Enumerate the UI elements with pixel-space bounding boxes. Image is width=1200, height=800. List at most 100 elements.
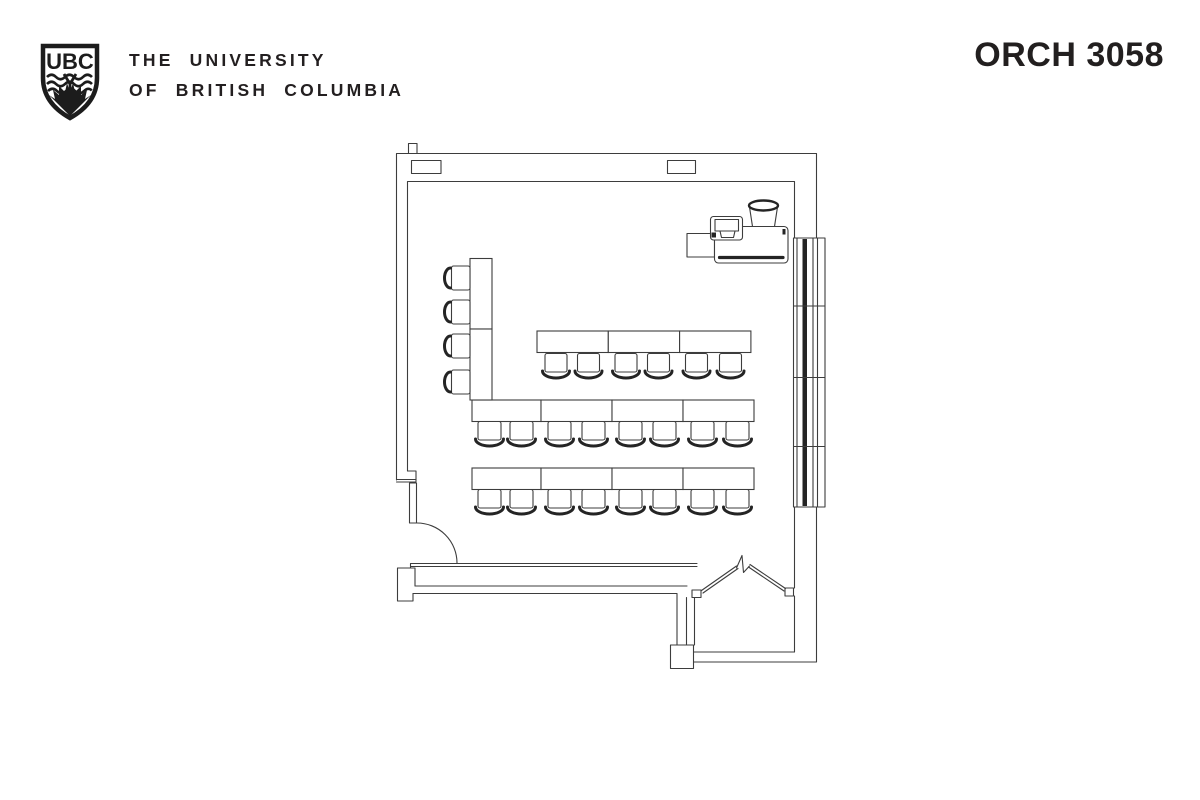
chair-backrest	[573, 369, 604, 380]
chair	[547, 420, 572, 441]
chair	[725, 420, 750, 441]
chair-backrest	[615, 505, 646, 516]
chair-backrest	[578, 505, 609, 516]
chair-backrest	[643, 369, 674, 380]
chair	[450, 333, 471, 359]
chair	[614, 352, 638, 373]
chair	[544, 352, 568, 373]
whiteboard	[792, 237, 826, 508]
wall-recess-a	[410, 159, 442, 175]
chair-backrest	[578, 437, 609, 448]
chair	[652, 420, 677, 441]
table	[682, 399, 755, 423]
chair	[477, 488, 502, 509]
chair-backrest	[687, 437, 718, 448]
chair-backrest	[443, 334, 452, 358]
wall-notch	[407, 142, 418, 155]
chair	[450, 369, 471, 395]
chair	[690, 420, 715, 441]
chair	[690, 488, 715, 509]
chair	[718, 352, 743, 373]
double-door-right-leaf	[747, 563, 787, 592]
whiteboard-panel-dividers	[792, 305, 826, 448]
wall-inner	[406, 180, 796, 472]
chair-backrest	[722, 505, 753, 516]
lectern-corner-tick	[782, 229, 786, 235]
chair-backrest	[615, 437, 646, 448]
stool-seat	[747, 199, 780, 212]
wordmark-line1: THE UNIVERSITY	[129, 50, 327, 70]
double-door-break-symbol	[735, 554, 751, 574]
floor-plan-root	[395, 142, 826, 670]
chair-backrest	[541, 369, 571, 380]
stool-sides	[748, 206, 779, 228]
chair-backrest	[611, 369, 641, 380]
entry-door-swing-arc	[416, 522, 458, 564]
table	[540, 399, 613, 423]
table	[611, 467, 684, 491]
chair	[547, 488, 572, 509]
chair-backrest	[544, 505, 575, 516]
chair-backrest	[443, 300, 452, 324]
chair-backrest	[722, 437, 753, 448]
chair	[652, 488, 677, 509]
wall-recess-b	[666, 159, 697, 175]
chair-backrest	[687, 505, 718, 516]
chair	[581, 420, 606, 441]
crest-sunburst	[49, 83, 91, 116]
entry-door-leaf	[408, 482, 418, 524]
chair-backrest	[474, 505, 505, 516]
wall-bottom-inner	[409, 562, 698, 569]
structural-column	[669, 644, 695, 670]
table	[611, 399, 684, 423]
whiteboard-rail	[802, 239, 807, 506]
ubc-crest-svg: UBC	[40, 43, 100, 121]
document-camera-screen	[714, 218, 740, 232]
wall-outer	[395, 152, 818, 663]
university-wordmark: THE UNIVERSITY OF BRITISH COLUMBIA	[129, 46, 404, 105]
chair-backrest	[443, 370, 452, 394]
chair-backrest	[506, 437, 537, 448]
double-door-jamb-left	[691, 589, 702, 599]
chair	[618, 488, 643, 509]
table	[469, 257, 493, 330]
chair-backrest	[474, 437, 505, 448]
chair-backrest	[506, 505, 537, 516]
wordmark-line2: OF BRITISH COLUMBIA	[129, 79, 405, 100]
chair-backrest	[443, 266, 452, 290]
table	[471, 399, 542, 423]
table	[471, 467, 542, 491]
chair	[576, 352, 601, 373]
whiteboard-lines	[796, 237, 819, 508]
chair-backrest	[649, 505, 680, 516]
chair	[581, 488, 606, 509]
double-door-left-leaf	[700, 565, 739, 594]
document-camera-button	[711, 232, 716, 238]
table	[540, 467, 613, 491]
wall-bottom-left-block	[396, 567, 416, 602]
table	[469, 328, 493, 401]
chair-backrest	[544, 437, 575, 448]
chair-backrest	[681, 369, 712, 380]
chair-backrest	[649, 437, 680, 448]
chair	[477, 420, 502, 441]
chair	[450, 299, 471, 325]
double-door-jamb-right	[784, 587, 795, 597]
chair	[509, 420, 534, 441]
door-sill	[395, 478, 417, 483]
chair	[509, 488, 534, 509]
chair	[450, 265, 471, 291]
wall-bottom-band	[412, 585, 688, 646]
ubc-crest-logo: UBC	[38, 42, 102, 122]
chair-backrest	[715, 369, 746, 380]
room-number-label: ORCH 3058	[974, 36, 1164, 74]
wall-step	[406, 470, 417, 483]
chair	[618, 420, 643, 441]
chair	[725, 488, 750, 509]
table	[536, 330, 609, 354]
vestibule-wall-left	[685, 596, 696, 646]
document-camera-tab	[719, 230, 736, 239]
table	[682, 467, 755, 491]
chair	[646, 352, 671, 373]
